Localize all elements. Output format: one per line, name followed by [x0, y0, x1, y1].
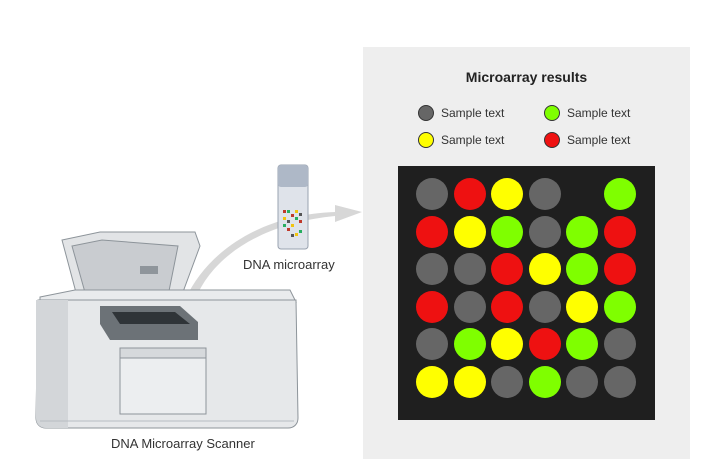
array-spot [528, 215, 561, 248]
array-spot [453, 328, 486, 360]
array-spot [491, 178, 523, 210]
array-spot [416, 178, 448, 210]
slide-label: DNA microarray [243, 257, 335, 272]
array-spot [416, 328, 448, 360]
array-spot [603, 215, 636, 248]
array-spot [566, 365, 598, 398]
scanner-icon [35, 231, 299, 429]
array-spot [603, 290, 636, 323]
array-spot [528, 290, 561, 323]
array-spot [566, 290, 598, 323]
array-spot [416, 365, 448, 398]
legend-label: Sample text [567, 133, 631, 147]
array-spot [566, 328, 598, 360]
results-title: Microarray results [465, 69, 588, 85]
microarray-grid [398, 166, 655, 420]
legend-swatch-icon [418, 132, 434, 148]
array-spot [528, 328, 561, 360]
array-spot [453, 365, 486, 398]
array-spot [603, 328, 636, 360]
legend-label: Sample text [441, 133, 505, 147]
legend-swatch-icon [544, 132, 560, 148]
array-spot [603, 365, 636, 398]
array-spot [603, 178, 636, 210]
array-spot [491, 290, 523, 323]
array-spot [528, 178, 561, 210]
legend-label: Sample text [441, 106, 505, 120]
array-spot [528, 365, 561, 398]
legend-item: Sample text [418, 105, 504, 121]
results-panel: Microarray results Sample text Sample te… [363, 47, 690, 459]
array-spot [603, 253, 636, 285]
legend-item: Sample text [544, 105, 630, 121]
arrow-icon [185, 205, 362, 300]
array-spot [453, 215, 486, 248]
microarray-slide-icon [277, 164, 309, 250]
array-spot [453, 178, 486, 210]
array-spot [566, 253, 598, 285]
array-spot [491, 365, 523, 398]
array-spot [491, 328, 523, 360]
scanner-label: DNA Microarray Scanner [111, 436, 255, 451]
array-spot [491, 215, 523, 248]
legend-label: Sample text [567, 106, 631, 120]
legend-item: Sample text [418, 132, 504, 148]
array-spot [566, 215, 598, 248]
array-spot [528, 253, 561, 285]
legend-swatch-icon [544, 105, 560, 121]
array-spot [453, 290, 486, 323]
array-spot [416, 253, 448, 285]
array-spot [491, 253, 523, 285]
legend-swatch-icon [418, 105, 434, 121]
legend-item: Sample text [544, 132, 630, 148]
array-spot [453, 253, 486, 285]
array-spot [416, 290, 448, 323]
array-spot [416, 215, 448, 248]
